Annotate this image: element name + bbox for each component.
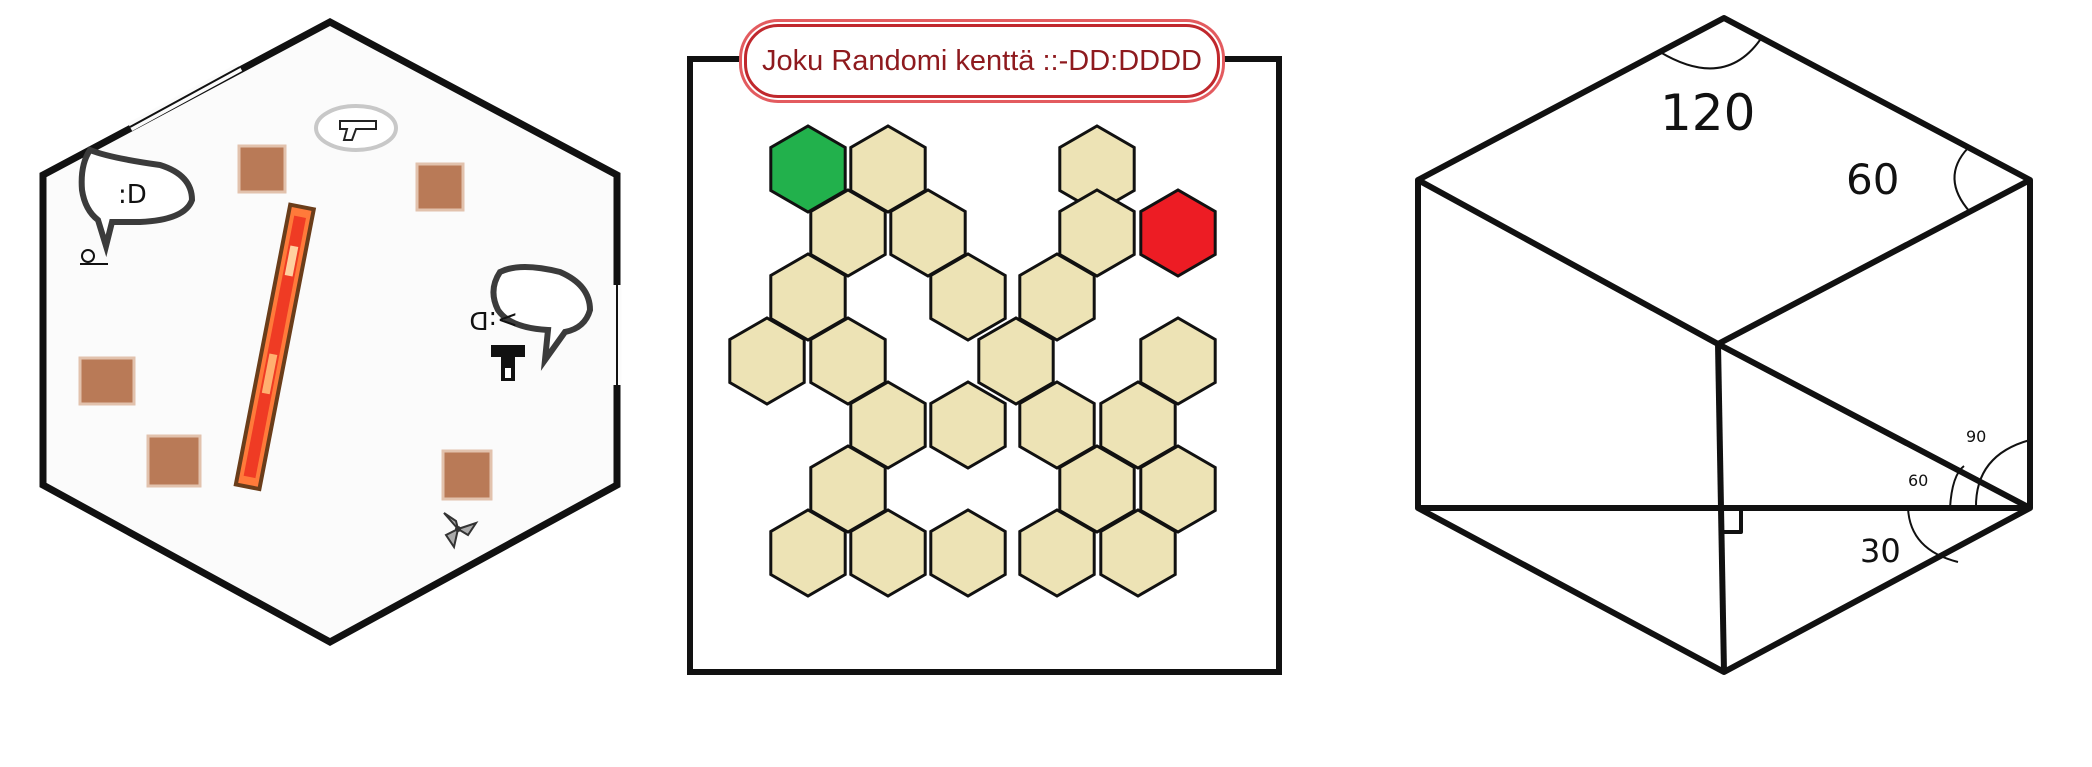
floor-tile — [1018, 252, 1096, 342]
floor-tile — [809, 188, 887, 278]
pistol-bubble — [314, 104, 398, 152]
room-panel: :D >:D — [39, 18, 622, 646]
floor-tile — [1018, 380, 1096, 470]
level-map-panel — [687, 56, 1282, 675]
floor-tile — [929, 380, 1007, 470]
enemy-gun-icon — [491, 345, 525, 381]
speech-bubble-right: >:D — [469, 264, 594, 371]
right-angle-marker — [1719, 506, 1743, 534]
pistol-icon — [339, 120, 377, 141]
floor-tile — [1139, 316, 1217, 406]
floor-tile — [809, 444, 887, 534]
angle-arc-bottom-1 — [1907, 507, 1959, 563]
level-title: Joku Randomi kenttä ::-DD:DDDD — [762, 44, 1202, 77]
crate-icon — [78, 144, 493, 501]
geometry-edge — [1416, 177, 1720, 347]
floor-tile — [929, 508, 1007, 598]
angle-label-right-top: 60 — [1846, 155, 1899, 204]
floor-tile — [849, 380, 927, 470]
floor-tile — [769, 252, 847, 342]
angle-label-bottom-3: 90 — [1966, 427, 1986, 446]
angle-label-bottom-2: 60 — [1908, 471, 1928, 490]
floor-tile — [1099, 508, 1177, 598]
floor-tile — [728, 316, 806, 406]
geometry-panel — [1415, 15, 2033, 675]
geometry-labels: 120 60 30 60 90 — [1660, 84, 1986, 570]
angle-arc-top — [1659, 39, 1761, 70]
floor-tile — [1058, 444, 1136, 534]
floor-tile — [849, 508, 927, 598]
floor-tile — [1099, 380, 1177, 470]
floor-tile — [1058, 188, 1136, 278]
start-tile — [769, 124, 847, 214]
lava-bar — [233, 202, 317, 492]
floor-tile — [769, 508, 847, 598]
goal-tile — [1139, 188, 1217, 278]
floor-tile — [889, 188, 967, 278]
angle-arc-bottom-2 — [1949, 465, 1965, 509]
geometry-edge — [1716, 341, 2032, 511]
speech-left-text: :D — [118, 180, 147, 210]
floor-tile — [977, 316, 1055, 406]
angle-label-bottom-1: 30 — [1860, 532, 1901, 570]
angle-arc-bottom-3 — [1974, 439, 2031, 509]
floor-tile — [1139, 444, 1217, 534]
floor-tile — [929, 252, 1007, 342]
speech-bubble-left: :D — [78, 146, 196, 258]
hex-grid — [728, 124, 1217, 598]
floor-tile — [849, 124, 927, 214]
player-icon — [80, 249, 108, 265]
angle-arc-right — [1953, 147, 1971, 213]
geometry-edge — [1716, 177, 2032, 347]
level-title-box: Joku Randomi kenttä ::-DD:DDDD — [744, 24, 1220, 98]
speech-right-text: >:D — [469, 306, 518, 335]
fan-icon — [443, 512, 479, 550]
angle-label-top: 120 — [1660, 84, 1755, 142]
floor-tile — [1018, 508, 1096, 598]
door-line-top — [129, 66, 241, 128]
floor-tile — [809, 316, 887, 406]
